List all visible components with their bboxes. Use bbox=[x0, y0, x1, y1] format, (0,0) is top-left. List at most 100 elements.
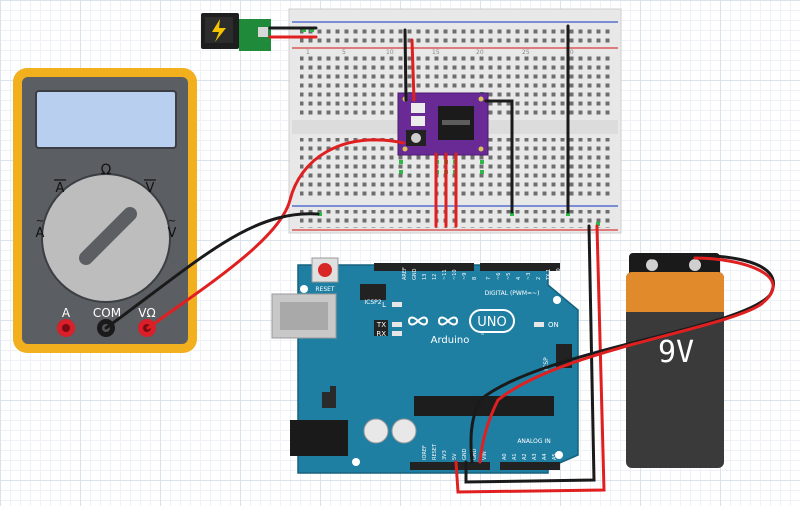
pin-label-9: ~9 bbox=[462, 273, 468, 280]
pin-label-10: ~10 bbox=[452, 269, 458, 280]
power-label-ioref: IOREF bbox=[422, 445, 428, 460]
icsp2-label: ICSP2 bbox=[364, 299, 381, 306]
led-l bbox=[392, 302, 402, 307]
brand-label: Arduino bbox=[431, 335, 470, 346]
analog-label-a3: A3 bbox=[532, 453, 538, 460]
wire-probe-red bbox=[146, 138, 406, 330]
arduino-uno: RESET ICSP2 ICSP L TX RX ON UNO Arduino bbox=[271, 257, 579, 474]
dial-label-volts-dc: V bbox=[146, 181, 155, 196]
col-label-5: 5 bbox=[342, 49, 346, 56]
power-jack-terminal bbox=[258, 27, 268, 37]
led-rx-label: RX bbox=[376, 330, 386, 338]
analog-label-a4: A4 bbox=[542, 453, 548, 460]
reset-label: RESET bbox=[315, 286, 335, 293]
battery-terminal-neg bbox=[646, 259, 658, 271]
mount-hole-1 bbox=[300, 285, 308, 293]
regulator-tab bbox=[330, 386, 336, 392]
power-pin-labels: IOREF RESET 3V3 5V GND GND VIN A0 A1 A2 … bbox=[422, 443, 558, 460]
mount-hole-3 bbox=[352, 458, 360, 466]
dial-label-amps-dc: A bbox=[56, 181, 65, 196]
top-power-rails bbox=[300, 26, 612, 44]
capacitor-2 bbox=[391, 418, 417, 444]
pot-knob bbox=[411, 133, 421, 143]
analog-label-a0: A0 bbox=[502, 453, 508, 460]
wires bbox=[104, 24, 775, 494]
port-label-a: A bbox=[62, 306, 71, 320]
multimeter-display bbox=[35, 90, 177, 149]
pin-label-4: 4 bbox=[516, 277, 522, 280]
pin-label-5: ~5 bbox=[506, 273, 512, 280]
pin-label-aref: AREF bbox=[402, 267, 408, 280]
ac-tilde-right: ~ bbox=[168, 216, 176, 227]
on-label: ON bbox=[548, 321, 559, 329]
power-label-gnd1: GND bbox=[462, 448, 468, 460]
col-label-25: 25 bbox=[522, 49, 530, 56]
pin-label-8: 8 bbox=[472, 277, 478, 280]
capacitor-1 bbox=[363, 418, 389, 444]
mount-hole-2 bbox=[553, 296, 561, 304]
wire-battery-red bbox=[478, 256, 775, 464]
small-chip bbox=[374, 320, 388, 336]
ac-tilde-left: ~ bbox=[36, 216, 44, 227]
pin-label-7: 7 bbox=[486, 277, 492, 280]
wire-driver-gnd2 bbox=[484, 99, 514, 214]
digital-pin-labels: AREF GND 13 12 ~11 ~10 ~9 8 7 ~6 ~5 4 ~3… bbox=[402, 267, 562, 281]
model-label: UNO bbox=[477, 315, 506, 330]
dial-pointer bbox=[79, 207, 137, 265]
battery-9v: 9V bbox=[626, 253, 724, 468]
pin-label-12: 12 bbox=[432, 274, 438, 280]
led-tx bbox=[392, 322, 402, 327]
trademark-label: ™ bbox=[480, 333, 485, 339]
wire-driver-gnd bbox=[403, 28, 408, 102]
pin-label-rx: RX 0 bbox=[556, 268, 562, 280]
battery-terminal-pos bbox=[689, 259, 701, 271]
icsp2-header bbox=[360, 284, 386, 300]
col-label-1: 1 bbox=[306, 49, 310, 56]
reset-button-cap[interactable] bbox=[318, 263, 332, 277]
pin-label-tx: TX 1 bbox=[546, 269, 552, 281]
led-l-label: L bbox=[382, 301, 386, 309]
col-label-10: 10 bbox=[386, 49, 394, 56]
dial-label-ohm: Ω bbox=[101, 162, 112, 178]
pin-label-13: 13 bbox=[422, 274, 428, 280]
dial-label-volts-ac: V bbox=[168, 226, 177, 241]
regulator bbox=[322, 392, 336, 408]
lightning-icon bbox=[212, 19, 226, 42]
driver-ic-mark bbox=[442, 120, 470, 125]
battery-band-edge bbox=[626, 312, 724, 328]
analog-label-a5: A5 bbox=[552, 453, 558, 460]
analog-header bbox=[500, 462, 560, 470]
multimeter: Ω A V A ~ V ~ A COM VΩ bbox=[13, 68, 197, 353]
analog-label-a2: A2 bbox=[522, 453, 528, 460]
driver-jumper-2 bbox=[411, 116, 425, 126]
power-label-reset: RESET bbox=[432, 443, 438, 460]
pin-label-11: ~11 bbox=[442, 269, 448, 280]
power-header bbox=[410, 462, 490, 470]
usb-port-inner bbox=[280, 302, 328, 330]
pin-label-gnd: GND bbox=[412, 268, 418, 280]
port-label-vohm: VΩ bbox=[138, 306, 155, 320]
wire-5v-red bbox=[454, 224, 606, 494]
analog-label: ANALOG IN bbox=[517, 438, 550, 445]
pin-label-2: 2 bbox=[536, 277, 542, 280]
pin-label-3: ~3 bbox=[526, 273, 532, 280]
dc-power-jack bbox=[201, 13, 271, 51]
power-label-vin: VIN bbox=[482, 451, 488, 460]
uno-badge bbox=[469, 309, 515, 333]
arduino-board bbox=[297, 264, 579, 474]
icsp-label: ICSP bbox=[543, 357, 550, 371]
col-label-15: 15 bbox=[432, 49, 440, 56]
digital-header-right bbox=[480, 263, 560, 271]
atmega-chip bbox=[414, 396, 554, 416]
led-tx-label: TX bbox=[376, 321, 386, 329]
arduino-logo-left bbox=[408, 316, 428, 326]
pin-label-6: ~6 bbox=[496, 273, 502, 280]
led-on bbox=[534, 322, 544, 327]
driver-jumper-1 bbox=[411, 103, 425, 113]
port-a-hole bbox=[62, 324, 70, 332]
power-label-gnd2: GND bbox=[472, 448, 478, 460]
reset-button[interactable] bbox=[311, 257, 339, 283]
wire-probe-black bbox=[104, 212, 320, 330]
barrel-jack bbox=[290, 420, 348, 456]
led-rx bbox=[392, 331, 402, 336]
